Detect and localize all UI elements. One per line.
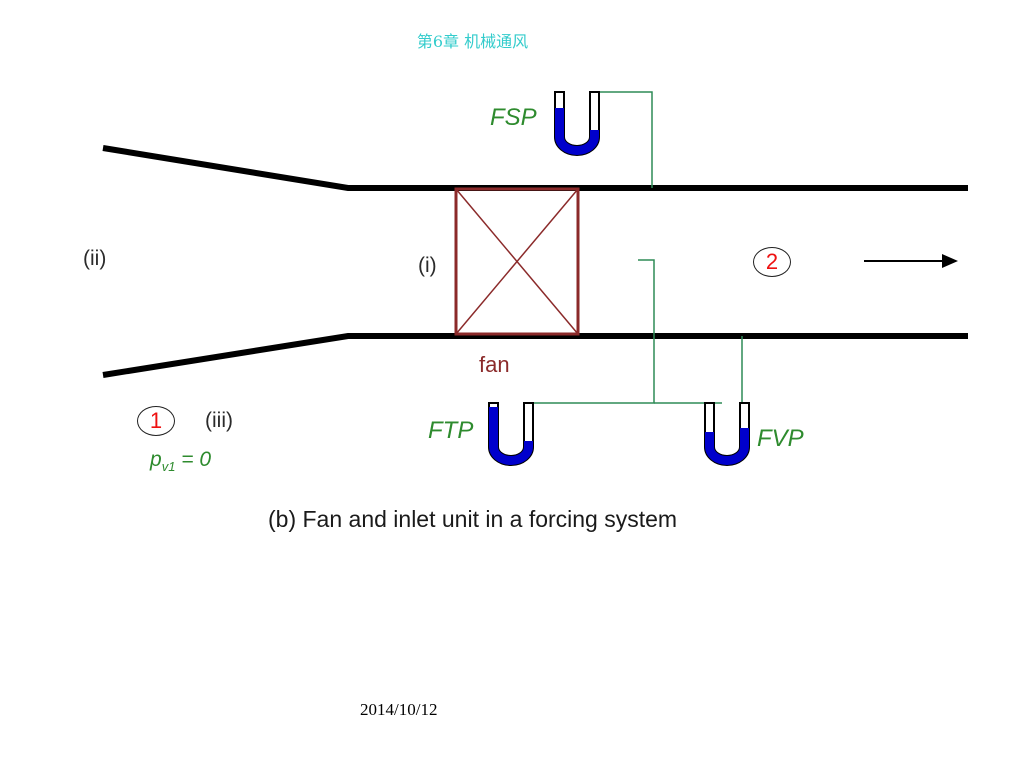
fan-box (454, 187, 580, 336)
point-2-marker: 2 (753, 247, 791, 277)
point-2-number: 2 (765, 249, 779, 274)
ftp-tube-line (533, 259, 655, 404)
fsp-label: FSP (490, 104, 537, 131)
pv1-equation: pv1 = 0 (150, 448, 211, 474)
pv1-value: = 0 (175, 448, 212, 471)
slide-header-title: 第6章 机械通风 (416, 32, 529, 51)
slide-date: 2014/10/12 (360, 700, 438, 719)
fvp-manometer (704, 402, 750, 466)
section-iii-label: (iii) (205, 409, 233, 432)
point-1-marker: 1 (137, 406, 175, 436)
point-1-number: 1 (149, 408, 163, 433)
duct-lower-wall (102, 333, 968, 378)
pv1-subscript: v1 (161, 459, 176, 475)
duct-upper-wall (102, 145, 968, 191)
section-ii-label: (ii) (83, 247, 107, 270)
ftp-manometer (488, 402, 534, 466)
fsp-manometer (554, 91, 600, 156)
flow-arrow (864, 254, 958, 268)
pv1-symbol: p (150, 448, 162, 471)
section-i-label: (i) (418, 254, 437, 277)
diagram-caption: (b) Fan and inlet unit in a forcing syst… (268, 506, 678, 532)
fsp-tube-line (598, 91, 653, 188)
fvp-label: FVP (757, 425, 804, 452)
ftp-label: FTP (428, 417, 474, 444)
fan-label: fan (479, 352, 510, 377)
